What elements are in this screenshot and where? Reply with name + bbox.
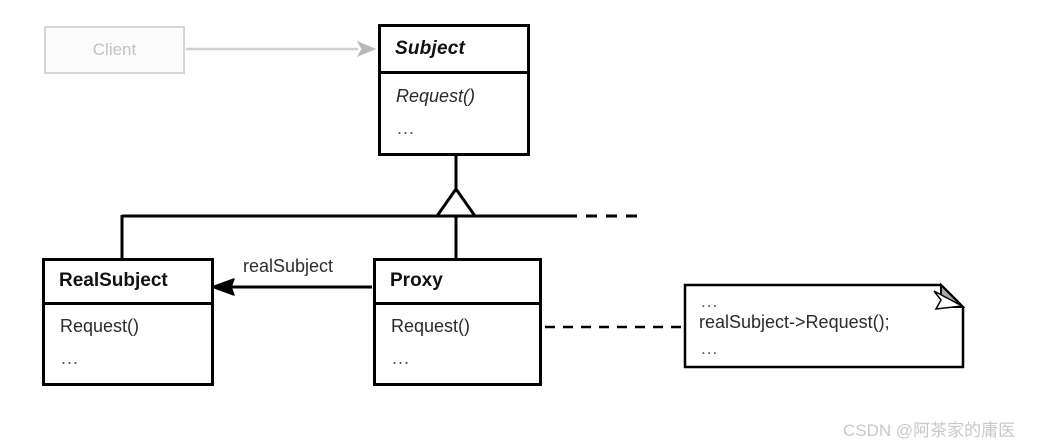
inheritance-triangle	[434, 186, 478, 218]
operation-subject-request: Request()	[396, 86, 476, 106]
association-label-realsubject: realSubject	[243, 256, 334, 276]
name-compartment-subject: Subject	[381, 27, 527, 74]
note-line-code: realSubject->Request();	[699, 312, 890, 332]
class-box-client[interactable]: Client	[44, 26, 185, 74]
note-line-ellipsis-bottom: ...	[701, 339, 719, 358]
name-compartment-realsubject: RealSubject	[45, 261, 211, 305]
watermark-text: CSDN @阿茶家的庸医	[843, 421, 1016, 440]
edge-client-to-subject	[186, 40, 377, 58]
class-name-client: Client	[92, 40, 137, 59]
note-line-ellipsis-top: ...	[701, 292, 719, 311]
edge-proxy-to-realsubject	[211, 278, 372, 296]
operation-subject-ellipsis: ...	[397, 118, 416, 138]
class-name-realsubject: RealSubject	[59, 270, 168, 291]
operations-compartment-realsubject: Request() ...	[45, 305, 211, 383]
operation-realsubject-ellipsis: ...	[61, 348, 80, 368]
class-name-proxy: Proxy	[390, 270, 443, 291]
class-box-proxy[interactable]: Proxy Request() ...	[373, 258, 542, 386]
note-shape	[683, 282, 966, 369]
operations-compartment-subject: Request() ...	[381, 74, 527, 156]
class-box-subject[interactable]: Subject Request() ...	[378, 24, 530, 156]
operations-compartment-proxy: Request() ...	[376, 305, 539, 383]
class-box-realsubject[interactable]: RealSubject Request() ...	[42, 258, 214, 386]
operation-proxy-ellipsis: ...	[392, 348, 411, 368]
edge-generalization	[120, 156, 641, 259]
name-compartment-proxy: Proxy	[376, 261, 539, 305]
note-box: ... realSubject->Request(); ...	[685, 285, 963, 367]
operation-proxy-request: Request()	[391, 316, 471, 336]
operation-realsubject-request: Request()	[60, 316, 140, 336]
class-name-subject: Subject	[395, 38, 466, 59]
